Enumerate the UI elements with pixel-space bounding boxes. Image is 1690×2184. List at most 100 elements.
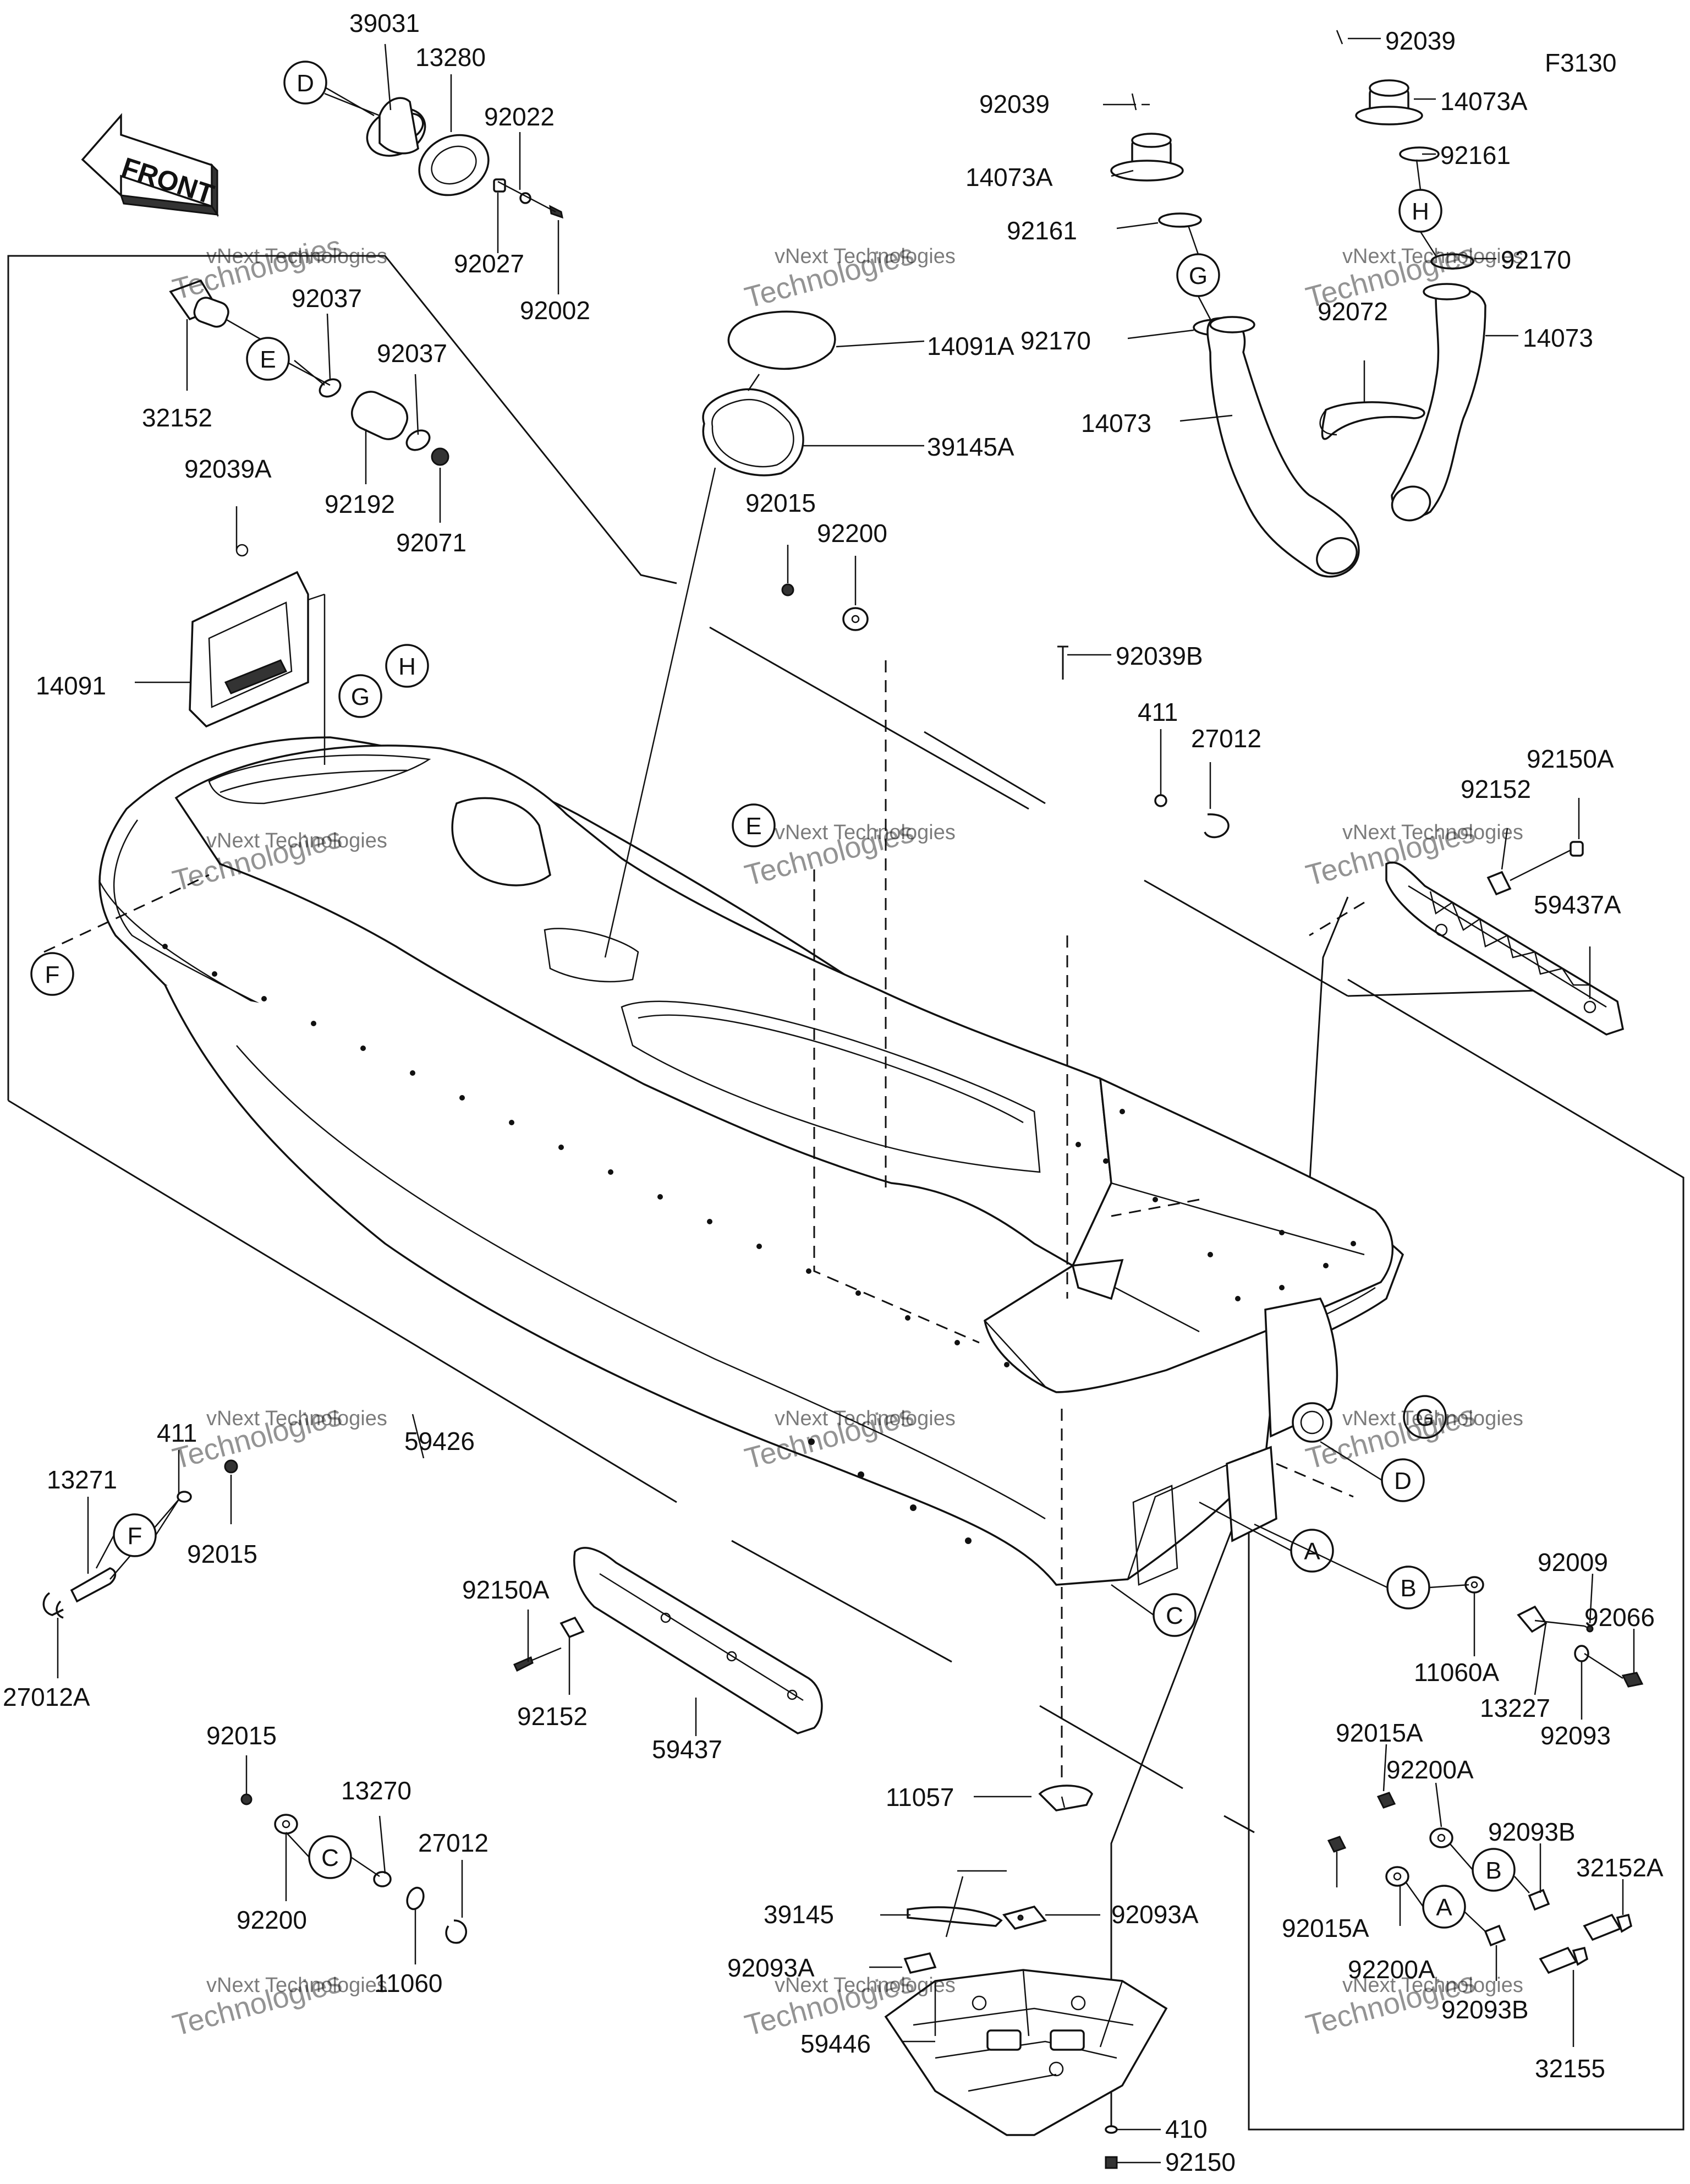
label-27012A: 27012A (3, 1683, 90, 1711)
svg-text:D: D (1394, 1468, 1412, 1495)
cap-assembly-39031 (366, 97, 563, 219)
label-92039B: 92039B (1116, 642, 1203, 670)
svg-text:vNext Technologies: vNext Technologies (206, 245, 387, 268)
svg-text:vNext Technologies: vNext Technologies (775, 1974, 956, 1997)
label-92200-top: 92200 (817, 519, 887, 548)
callout-b-stern: B (1386, 1566, 1430, 1610)
label-32155: 32155 (1535, 2054, 1605, 2083)
svg-text:H: H (398, 653, 416, 680)
label-13280: 13280 (415, 43, 486, 72)
hull-rivets (162, 944, 1356, 1544)
label-14091A: 14091A (927, 332, 1014, 360)
label-27012-lower: 27012 (418, 1829, 489, 1857)
label-92039-right: 92039 (1385, 26, 1456, 55)
label-92015-hook: 92015 (187, 1540, 257, 1568)
label-39031: 39031 (349, 9, 420, 37)
label-14073-right: 14073 (1523, 324, 1593, 352)
label-92039A: 92039A (184, 455, 272, 483)
label-11060: 11060 (374, 1969, 443, 1997)
label-92037-a: 92037 (292, 284, 362, 313)
label-92170-left: 92170 (1020, 326, 1091, 355)
label-92150: 92150 (1165, 2148, 1236, 2176)
part-labels: 39031 13280 92022 92027 92002 92037 9203… (3, 9, 1664, 2176)
dashed-leaders (43, 660, 1365, 1805)
label-13270: 13270 (341, 1776, 411, 1805)
label-92093B-lower: 92093B (1441, 1995, 1529, 2024)
label-59437: 59437 (652, 1735, 722, 1764)
callout-g-hull: G (338, 674, 382, 718)
callout-d-stern: D (1381, 1458, 1425, 1502)
svg-text:F: F (128, 1523, 142, 1550)
callout-b-fittings: B (1472, 1848, 1516, 1892)
label-32152: 32152 (142, 403, 212, 432)
svg-text:F: F (45, 961, 60, 988)
svg-text:G: G (1189, 262, 1208, 289)
label-92152-lower: 92152 (517, 1702, 588, 1731)
svg-text:B: B (1400, 1575, 1416, 1602)
bolt-92039B (1057, 645, 1230, 839)
callout-h-hull: H (385, 644, 429, 688)
label-92027: 92027 (454, 249, 524, 278)
label-13227: 13227 (1480, 1694, 1550, 1722)
label-92039-left: 92039 (979, 90, 1050, 118)
label-14073-left: 14073 (1081, 409, 1151, 437)
svg-text:vNext Technologies: vNext Technologies (1342, 1974, 1523, 1997)
label-13271: 13271 (47, 1465, 117, 1494)
label-92009: 92009 (1538, 1548, 1608, 1577)
frame-lines (7, 255, 1684, 2131)
sponson-59437A (1385, 841, 1625, 1036)
callout-c-hook: C (308, 1835, 352, 1879)
intake-hose-14073-right (1319, 30, 1486, 522)
svg-text:vNext Technologies: vNext Technologies (1342, 821, 1523, 844)
callout-a-stern: A (1290, 1529, 1334, 1573)
label-14073A-left: 14073A (965, 163, 1053, 191)
label-92200-lower: 92200 (237, 1906, 307, 1934)
svg-text:D: D (297, 70, 314, 97)
svg-text:vNext Technologies: vNext Technologies (206, 1974, 387, 1997)
label-92071: 92071 (396, 528, 467, 557)
label-92093A-left: 92093A (727, 1953, 815, 1982)
svg-text:G: G (351, 683, 370, 710)
label-92015-top: 92015 (745, 489, 816, 517)
leader-lines (57, 37, 1635, 2164)
label-92161-right: 92161 (1440, 141, 1511, 169)
thru-hull-fitting-32152 (169, 279, 449, 466)
svg-text:vNext Technologies: vNext Technologies (775, 1407, 956, 1430)
callout-connectors (95, 87, 1530, 1932)
label-92093B-upper: 92093B (1488, 1818, 1576, 1846)
callout-g-stern: G (1403, 1395, 1447, 1439)
svg-text:G: G (1415, 1404, 1434, 1431)
callout-e-hull: E (732, 803, 776, 847)
label-410: 410 (1165, 2115, 1208, 2143)
callout-g-hose: G (1176, 253, 1220, 297)
tow-hook-13270 (240, 1793, 468, 1944)
label-92015A-lower: 92015A (1282, 1914, 1369, 1942)
svg-text:vNext Technologies: vNext Technologies (206, 829, 387, 852)
svg-text:vNext Technologies: vNext Technologies (775, 245, 956, 268)
hull-59426 (98, 736, 1404, 1586)
label-59437A: 59437A (1534, 890, 1621, 919)
svg-text:vNext Technologies: vNext Technologies (1342, 1407, 1523, 1430)
svg-text:B: B (1485, 1857, 1501, 1884)
svg-text:C: C (1166, 1602, 1183, 1629)
intake-hose-14073-left (1110, 93, 1360, 578)
label-39145A: 39145A (927, 433, 1014, 461)
svg-text:C: C (321, 1844, 339, 1871)
label-92015-lower: 92015 (206, 1721, 277, 1750)
label-27012-top: 27012 (1191, 724, 1261, 753)
svg-text:vNext Technologies: vNext Technologies (206, 1407, 387, 1430)
label-92066: 92066 (1584, 1603, 1655, 1632)
svg-text:vNext Technologies: vNext Technologies (775, 821, 956, 844)
drain-plug-13227 (1464, 1576, 1644, 1688)
figure-code: F3130 (1545, 48, 1616, 77)
svg-text:E: E (260, 346, 276, 373)
ride-plate-59446 (884, 1785, 1168, 2169)
label-59426: 59426 (404, 1427, 475, 1455)
label-92170-right: 92170 (1501, 245, 1571, 274)
label-32152A: 32152A (1576, 1853, 1664, 1882)
svg-text:H: H (1412, 198, 1429, 225)
label-14091: 14091 (36, 671, 106, 700)
label-92002: 92002 (520, 296, 590, 325)
callout-a-fittings: A (1422, 1885, 1466, 1929)
